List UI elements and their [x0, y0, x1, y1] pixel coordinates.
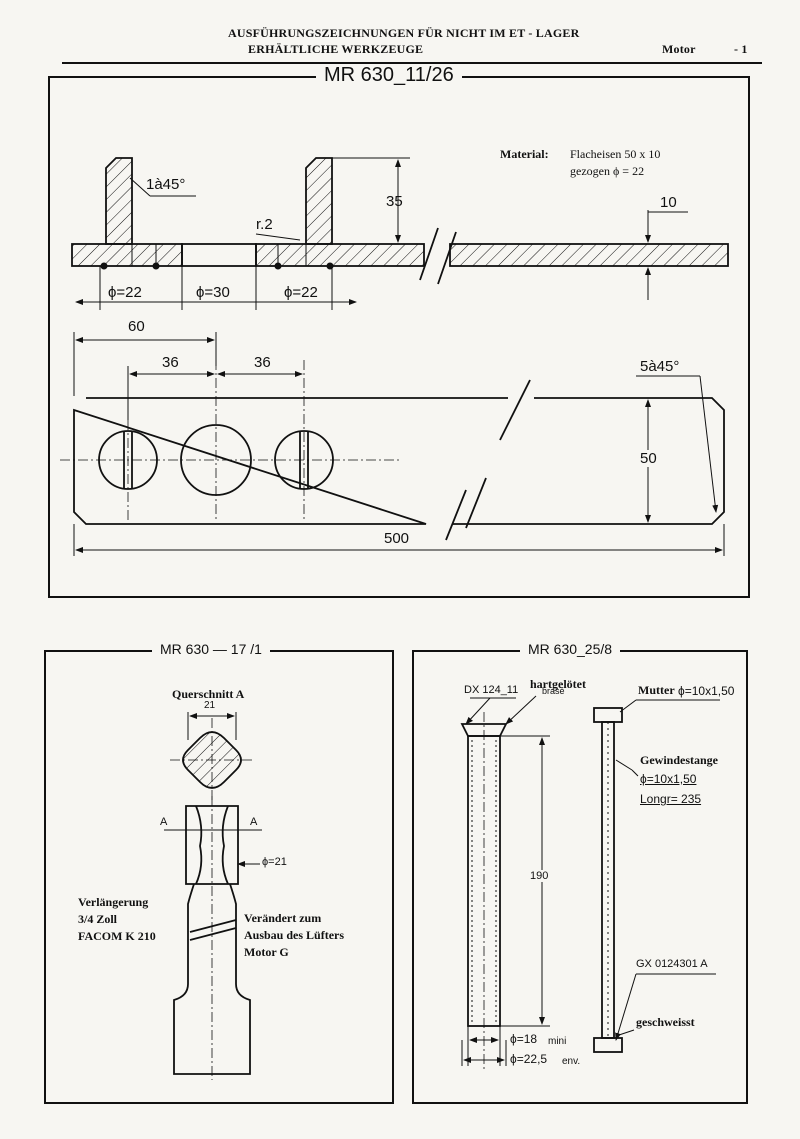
mutter-spec: ϕ=10x1,50: [678, 684, 735, 698]
tool1-side-view: [71, 157, 729, 310]
tool2-drawing: [164, 712, 262, 1080]
header-line1: AUSFÜHRUNGSZEICHNUNGEN FÜR NICHT IM ET -…: [228, 26, 580, 40]
dia-22-left: ϕ=22: [108, 284, 142, 301]
dia-22-5-label: ϕ=22,5: [510, 1052, 548, 1066]
header-page: - 1: [734, 42, 748, 56]
dia-21: ϕ=21: [262, 856, 287, 868]
header-line2: ERHÄLTLICHE WERKZEUGE: [248, 42, 424, 56]
gewindestange-length: Longr= 235: [640, 792, 702, 806]
dia-30: ϕ=30: [196, 284, 230, 301]
chamfer-top-label: 1à45°: [146, 176, 186, 193]
section-a-label: Querschnitt A: [172, 687, 245, 701]
dim-10: 10: [660, 194, 677, 211]
section-mark-a-left: A: [160, 816, 168, 828]
hartgeloetet-label: hartgelötet: [530, 677, 586, 691]
note-right-2: Ausbau des Lüfters: [244, 928, 345, 942]
note-left-1: Verlängerung: [78, 895, 149, 909]
part-gx-label: GX 0124301 A: [636, 958, 708, 970]
tool3-title: MR 630_25/8: [520, 641, 621, 657]
dim-190: 190: [530, 870, 549, 882]
material-line1: Flacheisen 50 x 10: [570, 147, 661, 161]
dim-35: 35: [386, 193, 403, 210]
section-mark-a-right: A: [250, 816, 258, 828]
dim-36-left: 36: [162, 354, 179, 371]
tool2-title: MR 630 — 17 /1: [152, 641, 270, 657]
chamfer-end-label: 5à45°: [640, 358, 680, 375]
env-label: env.: [562, 1056, 581, 1067]
dia-22-right: ϕ=22: [284, 284, 318, 301]
dim-60: 60: [128, 318, 145, 335]
dim-500: 500: [384, 530, 410, 547]
dim-21: 21: [204, 700, 216, 711]
note-left-3: FACOM K 210: [78, 929, 156, 943]
geschweisst-label: geschweisst: [636, 1015, 695, 1029]
note-right-1: Verändert zum: [244, 911, 322, 925]
material-label: Material:: [500, 147, 549, 161]
dim-36-right: 36: [254, 354, 271, 371]
dim-50: 50: [640, 450, 657, 467]
gewindestange-spec: ϕ=10x1,50: [640, 772, 697, 786]
radius-label: r.2: [256, 216, 273, 233]
part-dx-label: DX 124_11: [464, 684, 519, 696]
mini-label: mini: [548, 1036, 567, 1047]
brase-label: brasé: [542, 686, 565, 696]
mutter-label: Mutter: [638, 683, 675, 697]
material-line2: gezogen ϕ = 22: [570, 164, 645, 178]
gewindestange-label: Gewindestange: [640, 753, 718, 767]
note-right-3: Motor G: [244, 945, 289, 959]
tool1-top-view: [60, 332, 725, 556]
tool1-title: MR 630_11/26: [316, 64, 462, 87]
header-section: Motor: [662, 42, 696, 56]
note-left-2: 3/4 Zoll: [78, 912, 118, 926]
dia-18-label: ϕ=18: [510, 1032, 538, 1046]
header-rule: [62, 62, 762, 64]
